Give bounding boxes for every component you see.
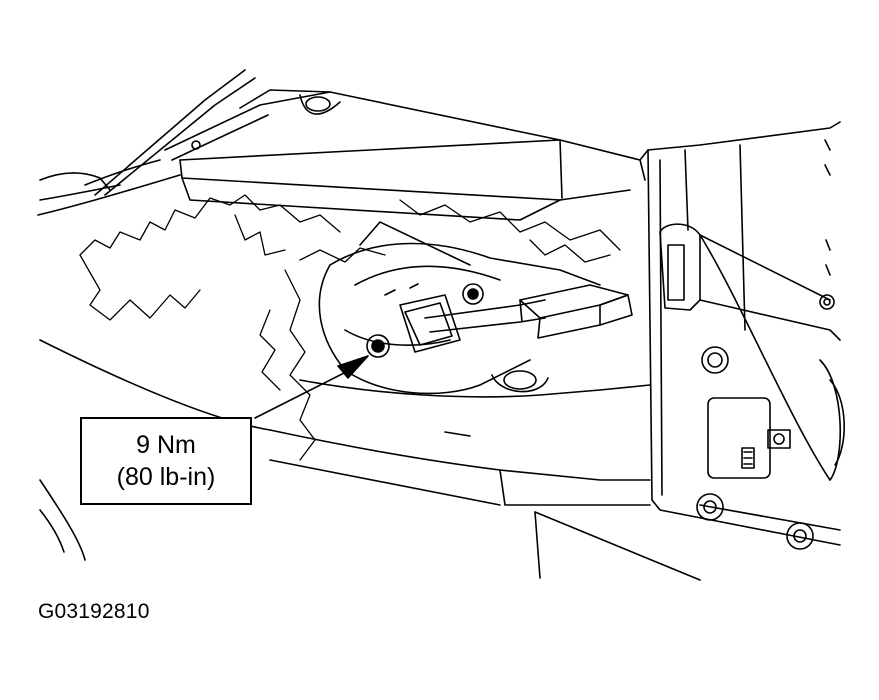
callout-leader xyxy=(254,355,369,419)
bracket-bolt-right xyxy=(786,522,814,550)
bracket-bolt-left xyxy=(696,493,724,521)
wiring-harness xyxy=(37,69,256,216)
torque-callout: 9 Nm (80 lb-in) xyxy=(80,417,252,505)
upper-bracket-panel xyxy=(164,89,646,221)
cutaway-edge xyxy=(79,194,621,461)
figure-id: G03192810 xyxy=(38,600,150,623)
bolt-upper xyxy=(462,283,484,305)
lower-housing xyxy=(39,339,701,581)
mounting-plate xyxy=(318,221,601,395)
bolt-lower xyxy=(366,334,390,358)
right-bracket xyxy=(639,121,845,546)
socket-tool xyxy=(424,284,633,339)
torque-imperial: (80 lb-in) xyxy=(116,463,216,491)
torque-metric: 9 Nm xyxy=(136,431,196,459)
callout-arrowhead xyxy=(337,355,369,379)
